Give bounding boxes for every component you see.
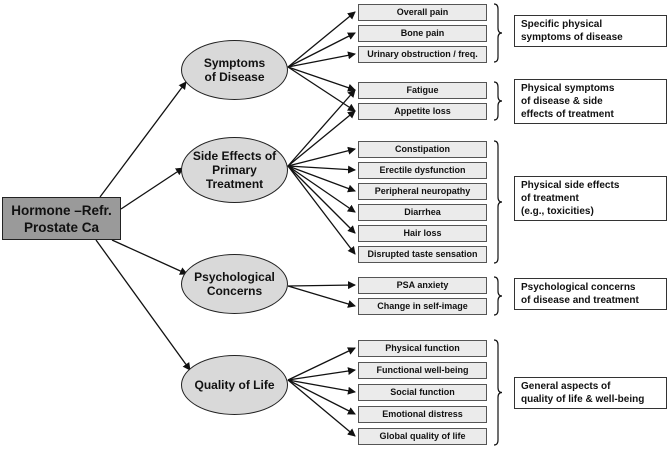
category-line: Specific physical: [521, 19, 603, 30]
domain-to-item-arrow: [287, 146, 356, 167]
item-fatigue: Fatigue: [358, 82, 487, 99]
root-to-domain-arrow: [120, 167, 184, 210]
category-line: of disease and treatment: [521, 295, 639, 306]
item-physical-function: Physical function: [358, 340, 487, 357]
item-hair-loss: Hair loss: [358, 225, 487, 242]
item-urinary-obstruction: Urinary obstruction / freq.: [358, 46, 487, 63]
domain-to-item-arrow: [287, 32, 356, 68]
domain-symptoms-node: Symptoms of Disease: [181, 40, 288, 100]
category-line: (e.g., toxicities): [521, 206, 594, 217]
category-line: effects of treatment: [521, 109, 614, 120]
category-line: of disease & side: [521, 96, 603, 107]
category-psychological-concerns: Psychological concerns of disease and tr…: [514, 278, 667, 310]
domain-to-item-arrow: [287, 379, 356, 437]
category-line: Physical side effects: [521, 180, 620, 191]
domain-to-item-arrow: [287, 110, 356, 167]
domain-label: Quality of Life: [194, 378, 275, 392]
group-bracket: [493, 81, 503, 121]
domain-to-item-arrow: [287, 165, 356, 234]
group-bracket: [493, 339, 503, 446]
root-line: Hormone –Refr.: [11, 203, 112, 218]
domain-label: Treatment: [205, 177, 264, 191]
root-to-domain-arrow: [95, 239, 191, 371]
domain-to-item-arrow: [287, 165, 356, 193]
domain-to-item-arrow: [287, 165, 356, 174]
domain-to-item-arrow: [287, 379, 356, 395]
item-bone-pain: Bone pain: [358, 25, 487, 42]
domain-label: Concerns: [206, 284, 263, 298]
domain-label: Psychological: [194, 270, 275, 284]
group-bracket: [493, 140, 503, 264]
domain-label: of Disease: [204, 70, 265, 84]
domain-to-item-arrow: [287, 281, 356, 290]
domain-label: Primary: [212, 163, 257, 177]
root-to-domain-arrow: [111, 239, 188, 275]
category-general-quality-of-life: General aspects of quality of life & wel…: [514, 377, 667, 409]
domain-quality-of-life-node: Quality of Life: [181, 355, 288, 415]
group-bracket: [493, 276, 503, 316]
item-emotional-distress: Emotional distress: [358, 406, 487, 423]
domain-label: Side Effects of: [192, 149, 277, 163]
category-line: of treatment: [521, 193, 579, 204]
category-line: Psychological concerns: [521, 282, 636, 293]
group-bracket: [493, 3, 503, 63]
domain-to-item-arrow: [287, 347, 356, 381]
category-physical-side-effects: Physical side effects of treatment (e.g.…: [514, 176, 667, 221]
category-line: General aspects of: [521, 381, 611, 392]
item-psa-anxiety: PSA anxiety: [358, 277, 487, 294]
domain-label: Symptoms: [203, 56, 266, 70]
item-overall-pain: Overall pain: [358, 4, 487, 21]
domain-side-effects-node: Side Effects of Primary Treatment: [181, 137, 288, 203]
category-symptoms-and-side-effects: Physical symptoms of disease & side effe…: [514, 79, 667, 124]
category-specific-physical-symptoms: Specific physical symptoms of disease: [514, 15, 667, 47]
domain-to-item-arrow: [287, 379, 356, 415]
category-line: Physical symptoms: [521, 83, 615, 94]
category-line: symptoms of disease: [521, 32, 623, 43]
domain-to-item-arrow: [287, 285, 356, 308]
item-disrupted-taste: Disrupted taste sensation: [358, 246, 487, 263]
domain-psychological-node: Psychological Concerns: [181, 254, 288, 314]
domain-to-item-arrow: [287, 367, 356, 381]
category-line: quality of life & well-being: [521, 394, 645, 405]
item-peripheral-neuropathy: Peripheral neuropathy: [358, 183, 487, 200]
item-appetite-loss: Appetite loss: [358, 103, 487, 120]
item-global-quality-of-life: Global quality of life: [358, 428, 487, 445]
domain-to-item-arrow: [287, 51, 356, 68]
item-social-function: Social function: [358, 384, 487, 401]
domain-to-item-arrow: [287, 66, 356, 92]
item-functional-well-being: Functional well-being: [358, 362, 487, 379]
domain-to-item-arrow: [287, 165, 356, 213]
root-to-domain-arrow: [99, 81, 187, 198]
item-erectile-dysfunction: Erectile dysfunction: [358, 162, 487, 179]
domain-to-item-arrow: [287, 11, 356, 68]
item-change-in-self-image: Change in self-image: [358, 298, 487, 315]
item-constipation: Constipation: [358, 141, 487, 158]
domain-to-item-arrow: [287, 165, 356, 255]
domain-to-item-arrow: [287, 89, 356, 167]
domain-to-item-arrow: [287, 66, 356, 112]
root-line: Prostate Ca: [23, 220, 100, 235]
root-condition-box: Hormone –Refr. Prostate Ca: [2, 197, 121, 240]
item-diarrhea: Diarrhea: [358, 204, 487, 221]
